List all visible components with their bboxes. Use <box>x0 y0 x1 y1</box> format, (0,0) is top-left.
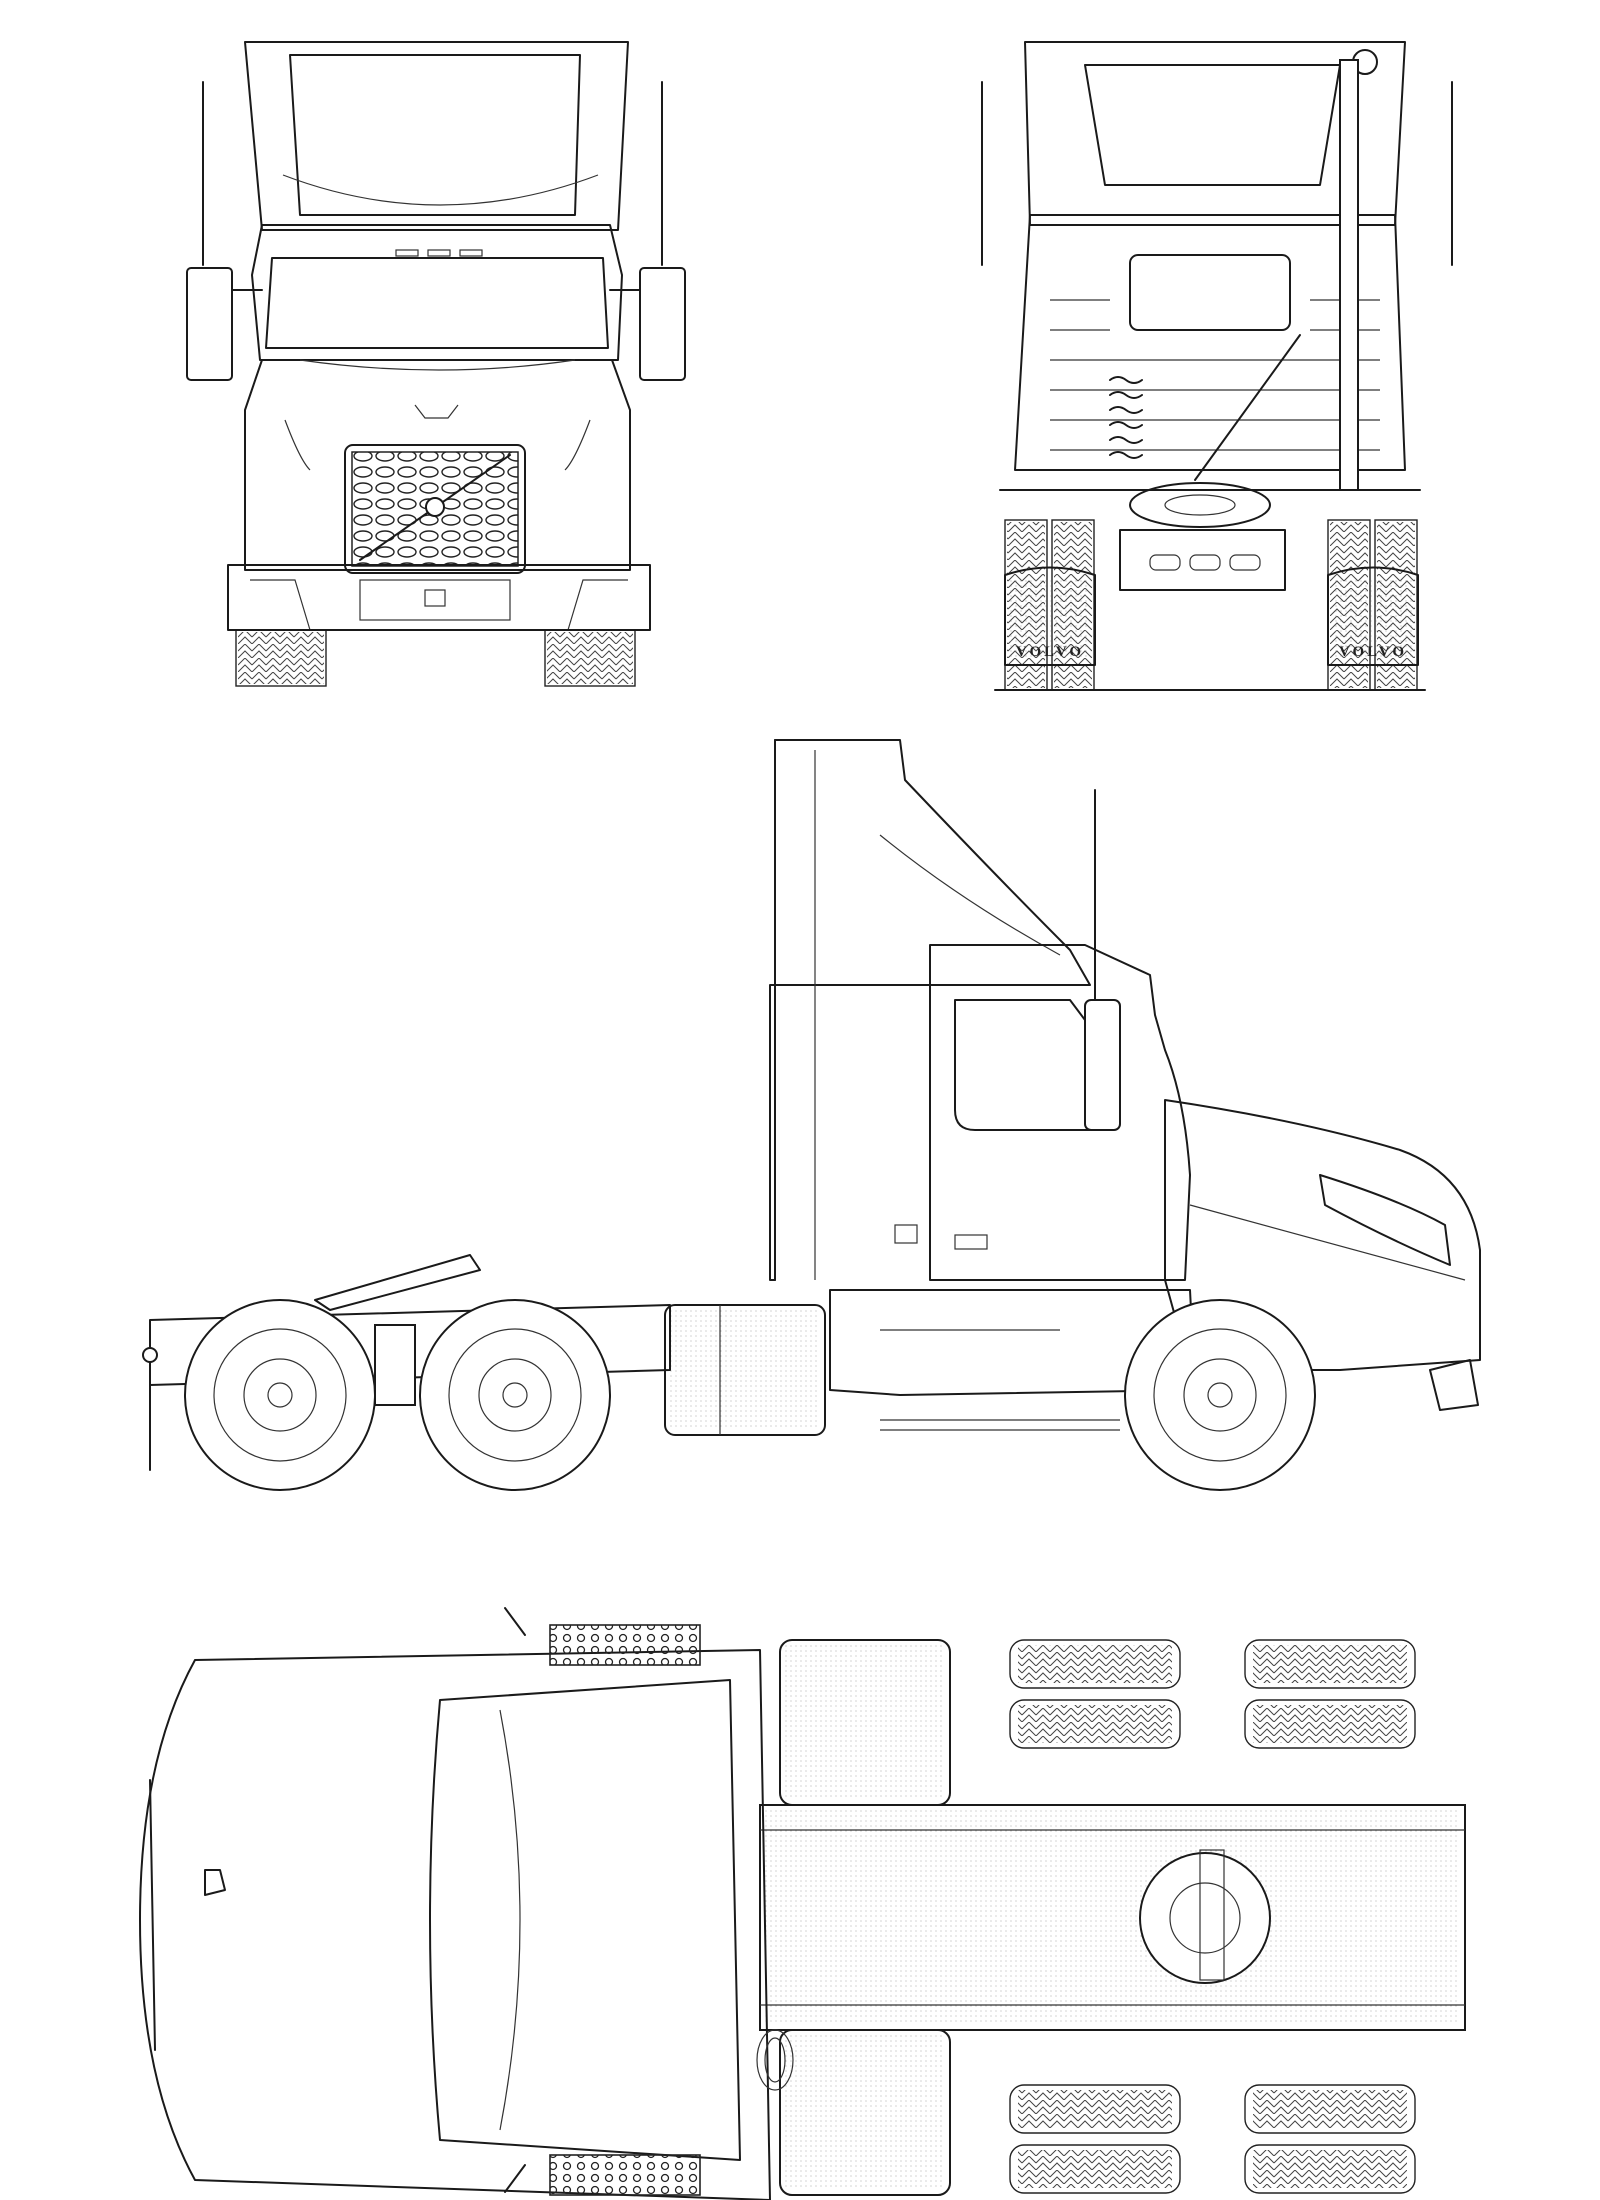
side-view <box>142 739 1481 1491</box>
mudflap-right-badge: VOLVO <box>1339 644 1407 660</box>
front-view <box>186 41 686 687</box>
mudflap-left-badge: VOLVO <box>1016 644 1084 660</box>
top-view <box>139 1607 1466 2200</box>
rear-view: VOLVO VOLVO <box>981 41 1453 691</box>
